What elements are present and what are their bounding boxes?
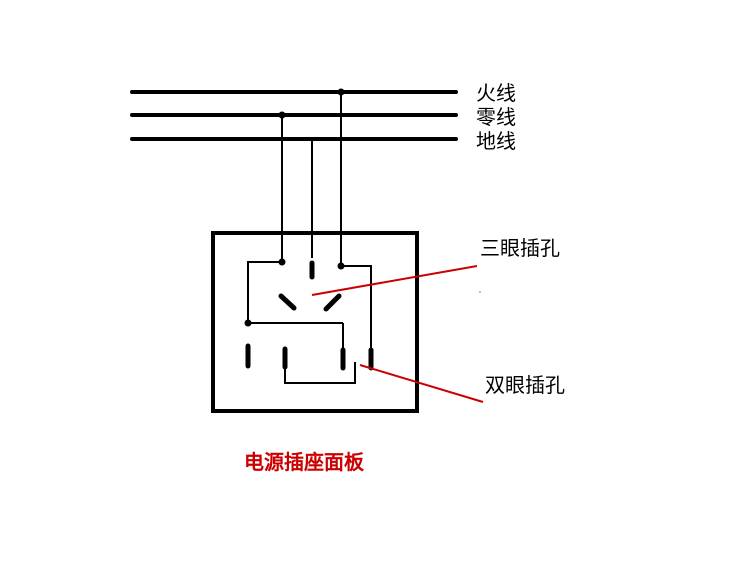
stray-dot: [479, 291, 481, 293]
three-hole-pointer: [311, 265, 478, 296]
neutral-panel-junction-dot: [278, 258, 286, 266]
live-wire-label: 火线: [476, 81, 516, 105]
two-hole-pointer: [359, 364, 484, 403]
neutral-wire-label: 零线: [476, 105, 516, 129]
three-hole-socket: [278, 260, 342, 312]
two-hole-label: 双眼插孔: [485, 373, 565, 397]
neutral-internal-wire: [247, 261, 282, 323]
socket-panel-frame: [211, 231, 419, 413]
two-hole-socket: [245, 343, 374, 371]
right-slanted-slot: [323, 293, 342, 312]
drop-wires: [281, 92, 342, 265]
ground-wire-label: 地线: [476, 129, 516, 153]
panel-caption: 电源插座面板: [244, 450, 365, 474]
neutral-junction-dot: [278, 111, 286, 119]
live-junction-dot: [337, 88, 345, 96]
left-slanted-slot: [278, 293, 297, 311]
three-hole-label: 三眼插孔: [480, 236, 560, 260]
supply-lines: [130, 90, 458, 141]
left-bridge-junction-dot: [244, 319, 252, 327]
two-hole-bottom-wire: [284, 360, 356, 384]
live-panel-junction-dot: [337, 262, 345, 270]
live-internal-wire: [341, 265, 372, 351]
panel-internal-wiring: [247, 261, 372, 384]
